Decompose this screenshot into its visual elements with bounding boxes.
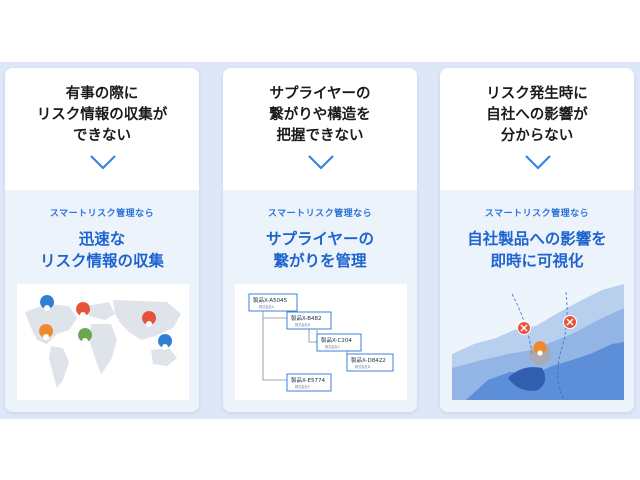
virus-pin-icon <box>78 328 93 350</box>
tree-node: 製品X-E5774 株式会社E <box>286 373 332 392</box>
card-problem-area: サプライヤーの 繋がりや構造を 把握できない <box>223 68 417 190</box>
tree-node: 製品X-B482 株式会社B <box>286 311 332 330</box>
chevron-down-icon <box>90 155 116 170</box>
solution-text: 迅速な リスク情報の収集 <box>39 230 164 270</box>
tree-node-company: 株式会社B <box>295 322 310 327</box>
rain-pin-icon <box>40 295 55 317</box>
card-problem-area: リスク発生時に 自社への影響が 分からない <box>440 68 634 190</box>
solution-lead: スマートリスク管理なら <box>484 209 590 219</box>
tree-node-name: 製品X-B482 <box>291 314 322 322</box>
tree-node-company: 株式会社E <box>295 384 310 389</box>
x-marker-icon <box>563 315 577 329</box>
x-marker-icon <box>517 321 531 335</box>
card-solution-area: スマートリスク管理なら サプライヤーの 繋がりを管理 製品X-A5045 株式会… <box>223 190 417 412</box>
tree-node-name: 製品X-C204 <box>321 336 352 344</box>
card-solution-area: スマートリスク管理なら 自社製品への影響を 即時に可視化 <box>440 190 634 412</box>
supplier-tree-illustration: 製品X-A5045 株式会社A 製品X-B482 株式会社B 製品X-C204 … <box>235 284 407 400</box>
world-map <box>25 300 181 388</box>
solution-lead: スマートリスク管理なら <box>49 209 155 219</box>
fire-pin-icon <box>142 311 157 333</box>
card-impact-visualization: リスク発生時に 自社への影響が 分からない スマートリスク管理なら 自社製品への… <box>440 68 634 412</box>
solution-text: 自社製品への影響を 即時に可視化 <box>467 230 607 270</box>
card-solution-area: スマートリスク管理なら 迅速な リスク情報の収集 <box>5 190 199 412</box>
card-problem-area: 有事の際に リスク情報の収集が できない <box>5 68 199 190</box>
problem-text: 有事の際に リスク情報の収集が できない <box>36 86 168 144</box>
factory-pin-icon <box>529 341 551 365</box>
tree-node: 製品X-A5045 株式会社A <box>248 293 298 312</box>
card-supplier-network: サプライヤーの 繋がりや構造を 把握できない スマートリスク管理なら サプライヤ… <box>223 68 417 412</box>
problem-text: サプライヤーの 繋がりや構造を 把握できない <box>269 86 371 144</box>
chevron-down-icon <box>308 155 334 170</box>
tree-node: 製品X-D8422 株式会社D <box>346 353 394 372</box>
tree-node-name: 製品X-E5774 <box>291 376 325 384</box>
problem-text: リスク発生時に 自社への影響が 分からない <box>486 86 588 144</box>
rain-pin-icon <box>158 334 173 356</box>
regional-map-illustration <box>452 284 624 400</box>
solution-lead: スマートリスク管理なら <box>267 209 373 219</box>
alert-pin-icon <box>39 324 54 346</box>
fire-pin-icon <box>76 302 91 324</box>
solution-text: サプライヤーの 繋がりを管理 <box>265 230 375 270</box>
card-risk-info: 有事の際に リスク情報の収集が できない スマートリスク管理なら 迅速な リスク… <box>5 68 199 412</box>
tree-node-name: 製品X-D8422 <box>351 356 386 364</box>
chevron-down-icon <box>525 155 551 170</box>
world-map-illustration <box>17 284 189 400</box>
tree-node-name: 製品X-A5045 <box>253 296 288 304</box>
tree-node-company: 株式会社A <box>259 304 275 309</box>
tree-node-company: 株式会社C <box>325 344 341 349</box>
tree-node: 製品X-C204 株式会社C <box>316 333 362 352</box>
tree-node-company: 株式会社D <box>355 364 371 369</box>
